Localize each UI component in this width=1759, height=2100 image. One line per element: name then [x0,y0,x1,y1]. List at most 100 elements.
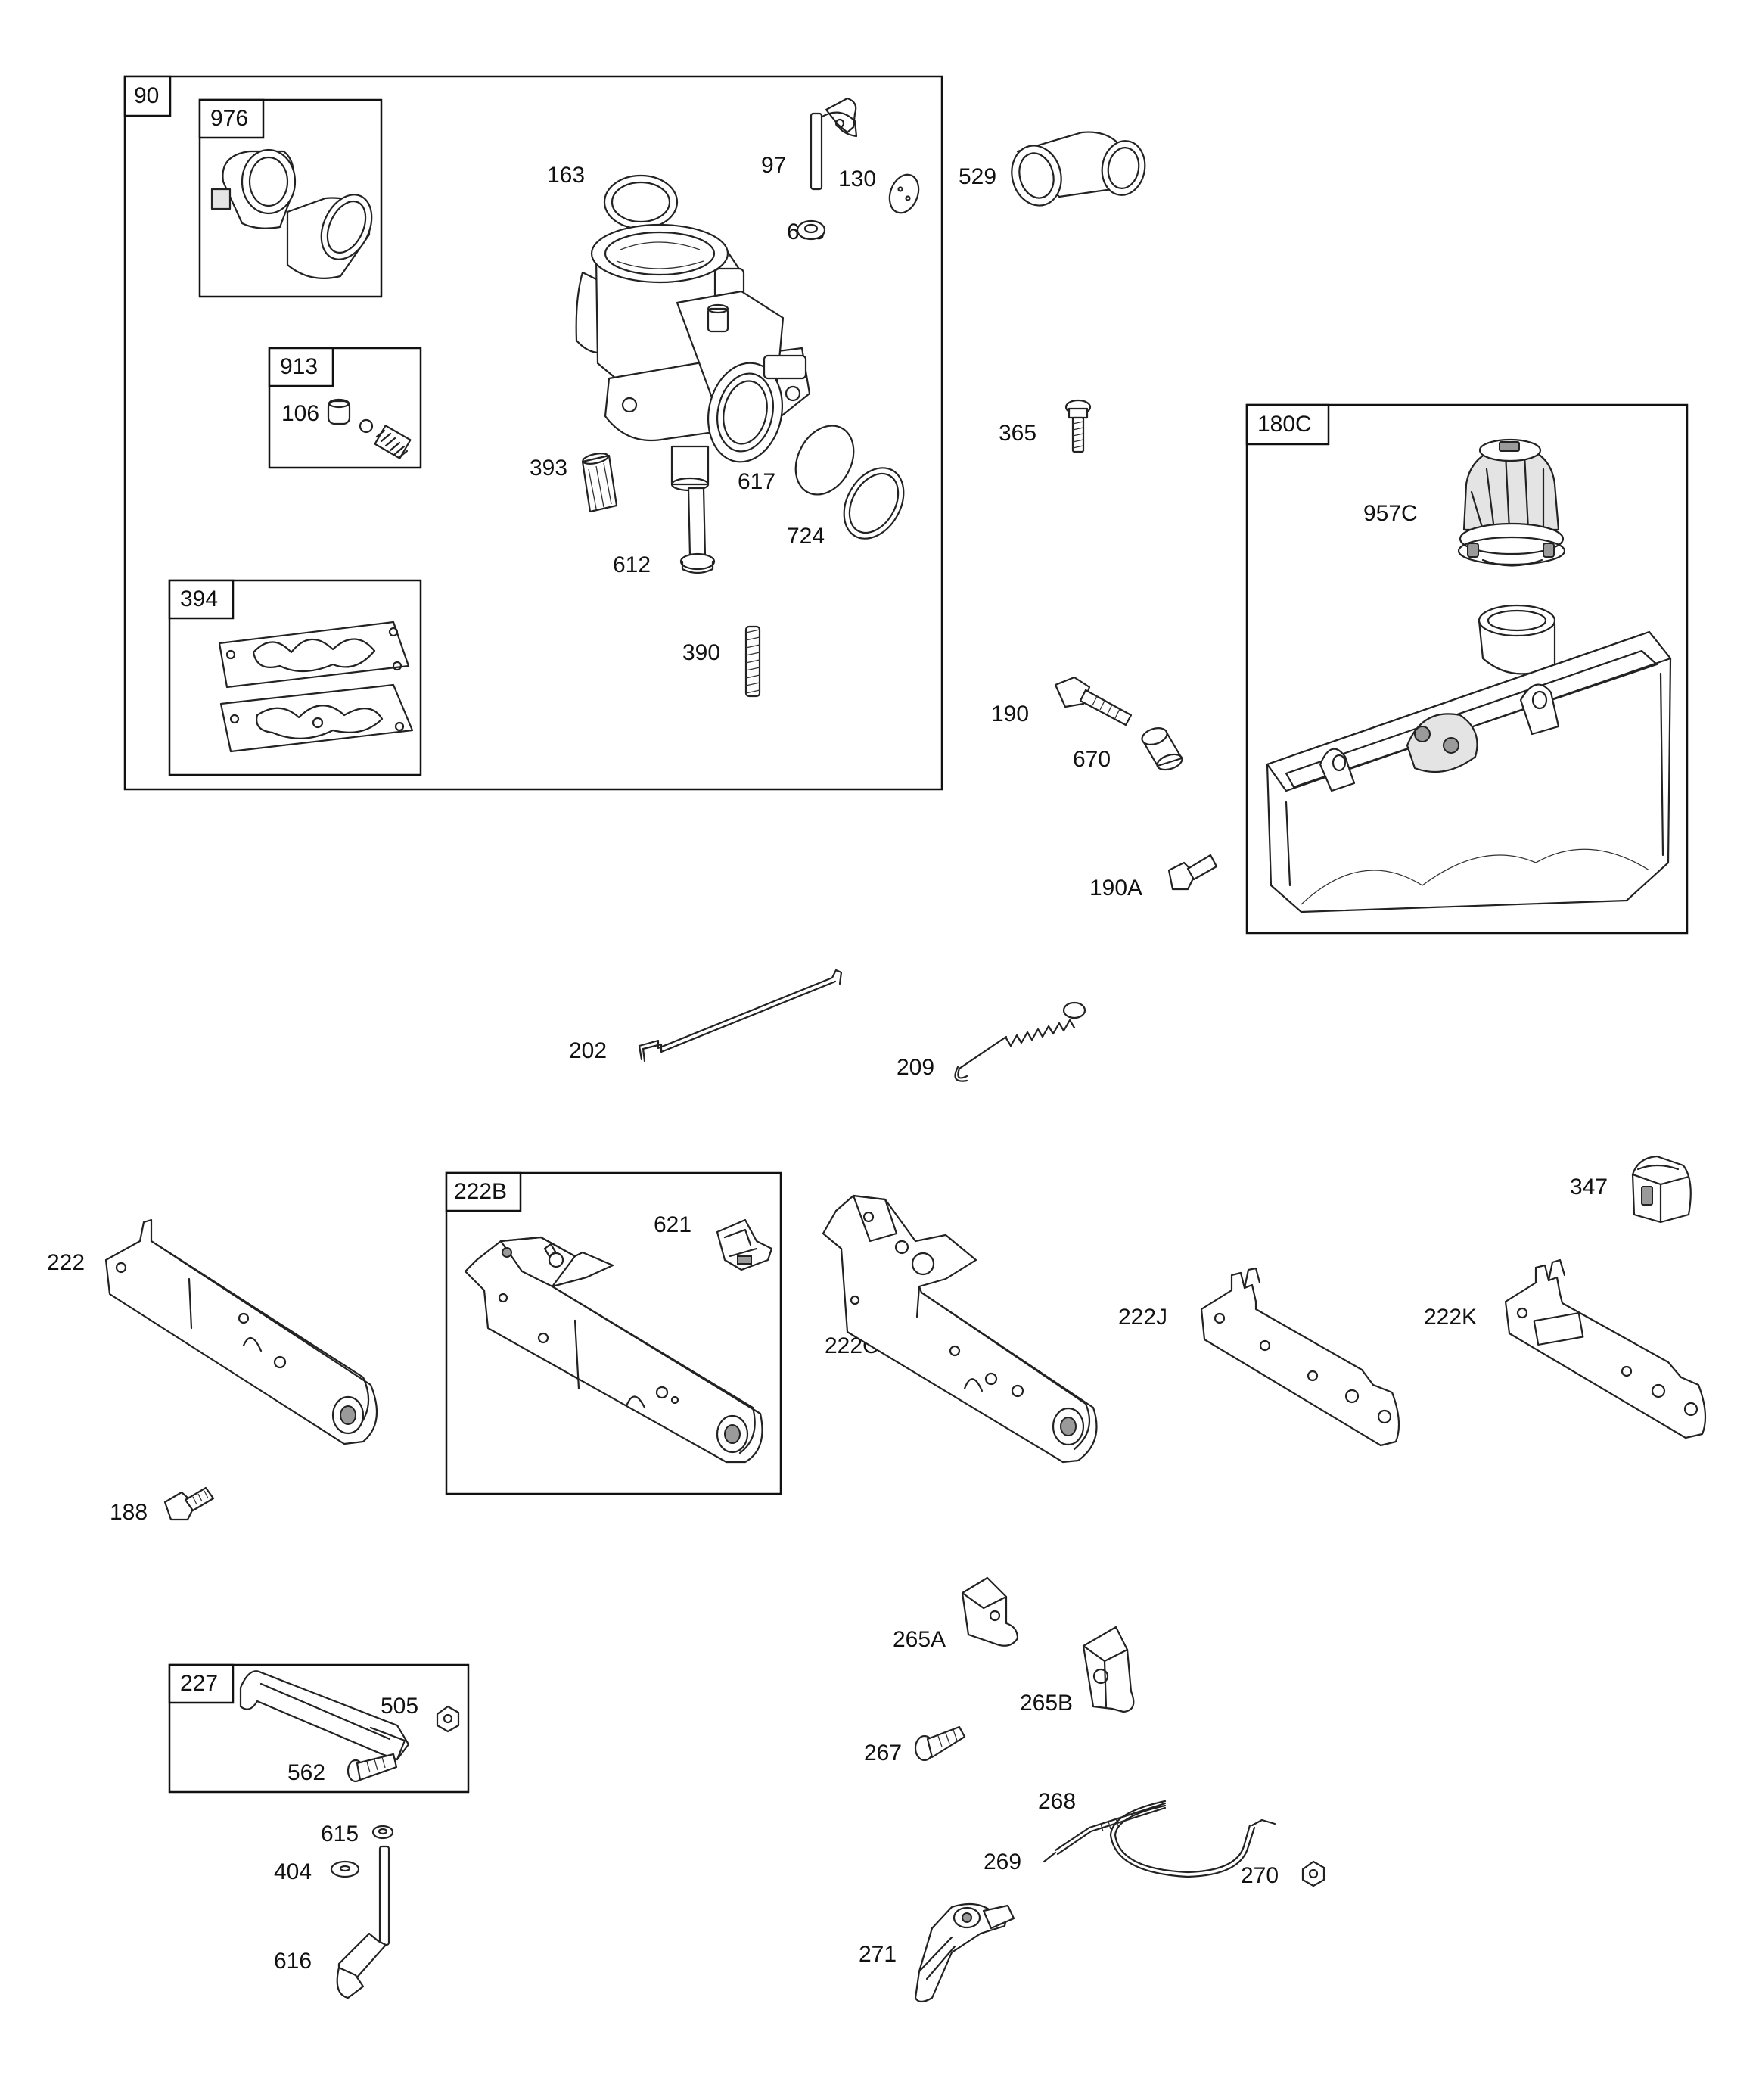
control-bracket-222B-part[interactable] [464,1236,763,1464]
part-label-529[interactable]: 529 [959,164,996,189]
jet-393-part[interactable] [581,452,618,513]
part-label-190A[interactable]: 190A [1089,876,1142,901]
part-label-222K[interactable]: 222K [1424,1305,1477,1330]
part-label-270[interactable]: 270 [1241,1863,1279,1888]
part-label-616[interactable]: 616 [274,1949,312,1974]
cable-268-part[interactable] [1054,1800,1276,1878]
group-222B-frame [445,1171,782,1495]
part-label-724[interactable]: 724 [787,524,825,549]
part-label-957C[interactable]: 957C [1363,501,1418,526]
part-label-202[interactable]: 202 [569,1038,607,1063]
part-label-347[interactable]: 347 [1570,1174,1608,1199]
group-394-frame [168,579,422,776]
group-913-label: 913 [280,354,318,379]
control-bracket-222C-part[interactable] [822,1194,1098,1464]
clip-621-part[interactable] [716,1218,773,1271]
part-label-612[interactable]: 612 [613,552,651,577]
nut-270-part[interactable] [1301,1860,1325,1887]
lever-271-part[interactable] [914,1902,1015,2003]
part-label-188[interactable]: 188 [110,1500,148,1525]
group-222B-label: 222B [454,1179,507,1204]
bolt-190-part[interactable] [1054,676,1133,726]
nut-505-part[interactable] [436,1705,460,1733]
part-label-615[interactable]: 615 [321,1822,359,1846]
group-180C-tag[interactable]: 180C [1245,403,1330,446]
control-bracket-222J-part[interactable] [1200,1267,1400,1447]
fuel-tank-part[interactable] [1266,604,1672,913]
part-label-562[interactable]: 562 [287,1760,325,1785]
screw-562-part[interactable] [347,1753,398,1783]
spacer-670-part[interactable] [1140,725,1184,773]
group-227-tag[interactable]: 227 [168,1663,235,1704]
clamp-265B-part[interactable] [1082,1626,1135,1713]
group-90-label: 90 [134,83,159,108]
choke-shaft-612-part[interactable] [679,487,716,574]
elbow-529-part[interactable] [1005,131,1149,211]
washer-615-part[interactable] [371,1825,394,1840]
part-label-222[interactable]: 222 [47,1250,85,1275]
part-label-267[interactable]: 267 [864,1741,902,1766]
part-label-404[interactable]: 404 [274,1859,312,1884]
part-label-190[interactable]: 190 [991,702,1029,726]
float-bowl-kit-part[interactable] [210,148,381,279]
part-label-222J[interactable]: 222J [1118,1305,1167,1330]
part-label-670[interactable]: 670 [1073,747,1111,772]
group-227-frame [168,1663,470,1794]
group-913-tag[interactable]: 913 [268,347,334,387]
group-90-tag[interactable]: 90 [123,75,172,117]
o-ring-617-part[interactable] [785,415,866,505]
switch-347-part[interactable] [1631,1155,1692,1224]
part-label-265A[interactable]: 265A [893,1627,946,1652]
part-label-269[interactable]: 269 [984,1850,1021,1874]
control-bracket-222-part[interactable] [104,1218,378,1445]
throttle-plate-130-part[interactable] [884,170,924,216]
throttle-shaft-97-part[interactable] [810,97,858,191]
part-label-365[interactable]: 365 [999,421,1036,446]
part-label-393[interactable]: 393 [530,456,567,481]
group-976-label: 976 [210,106,248,131]
part-label-130[interactable]: 130 [838,166,876,191]
shaft-616-part[interactable] [336,1845,390,1999]
bolt-188-part[interactable] [163,1486,215,1521]
group-394-label: 394 [180,586,218,611]
group-394-tag[interactable]: 394 [168,579,235,620]
bolt-190A-part[interactable] [1167,854,1218,891]
part-label-97[interactable]: 97 [761,153,786,178]
part-label-268[interactable]: 268 [1038,1789,1076,1814]
control-bracket-222K-part[interactable] [1504,1258,1707,1439]
group-90-frame [123,75,943,791]
gasket-724-part[interactable] [832,457,916,549]
lever-227-part[interactable] [239,1670,410,1761]
spring-390-part[interactable] [744,625,761,698]
group-227-label: 227 [180,1671,218,1696]
gasket-diaphragm-kit-part[interactable] [218,621,414,753]
group-913-frame [268,347,422,469]
washer-404-part[interactable] [330,1860,360,1878]
part-label-621[interactable]: 621 [654,1212,691,1237]
group-180C-label: 180C [1257,412,1312,437]
part-label-265B[interactable]: 265B [1020,1691,1073,1716]
screw-365-part[interactable] [1064,399,1092,453]
group-222B-tag[interactable]: 222B [445,1171,522,1212]
part-label-106[interactable]: 106 [281,401,319,426]
part-label-617[interactable]: 617 [738,469,775,494]
part-label-505[interactable]: 505 [381,1694,418,1719]
governor-link-202-part[interactable] [638,969,843,1062]
group-976-tag[interactable]: 976 [198,98,265,139]
cable-end-269-part[interactable] [1043,1851,1057,1863]
part-label-163[interactable]: 163 [547,163,585,188]
part-label-271[interactable]: 271 [859,1942,897,1967]
air-cleaner-957C-part[interactable] [1457,438,1566,567]
part-label-390[interactable]: 390 [682,640,720,665]
group-180C-frame [1245,403,1689,935]
group-976-frame [198,98,383,298]
seal-633-part[interactable] [796,219,826,241]
o-ring-163-part[interactable] [603,174,679,230]
part-label-209[interactable]: 209 [897,1055,934,1080]
spring-209-part[interactable] [954,1001,1086,1082]
screw-267-part[interactable] [914,1725,966,1762]
carburetor-body-part[interactable] [575,223,811,492]
clamp-265A-part[interactable] [961,1576,1019,1647]
inlet-needle-seat-part[interactable] [327,398,412,459]
